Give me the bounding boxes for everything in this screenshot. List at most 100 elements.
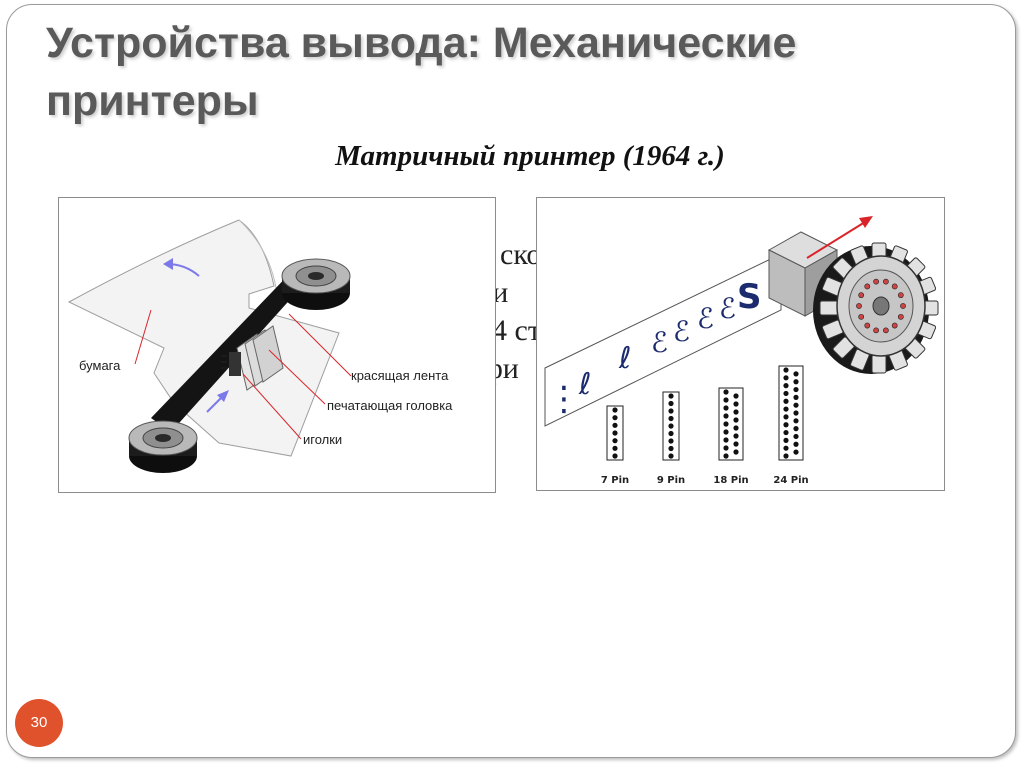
pin-dot xyxy=(733,441,739,447)
pin-dot xyxy=(793,433,799,440)
pin-column-frame xyxy=(718,387,744,461)
pin-dot xyxy=(793,426,799,432)
ribbon-spool-top xyxy=(281,258,351,310)
printed-glyph: S xyxy=(737,277,762,317)
pin-dot xyxy=(783,414,789,420)
pin-dot xyxy=(793,402,799,408)
wheel-hole xyxy=(882,278,889,285)
wheel-hole xyxy=(897,313,904,320)
pin-dot xyxy=(723,421,729,427)
wheel-hole xyxy=(873,278,880,285)
pin-dot xyxy=(612,430,618,436)
pin-dot xyxy=(612,422,618,428)
pin-dot xyxy=(793,449,799,455)
paper-sheet xyxy=(67,219,340,457)
label-needles: иголки xyxy=(303,432,342,447)
slide-subtitle: Матричный принтер (1964 г.) xyxy=(335,140,725,172)
pin-dot xyxy=(783,367,789,373)
pin-dot xyxy=(723,429,729,435)
pin-dot xyxy=(612,407,618,413)
printed-glyph: ℰ xyxy=(651,326,668,359)
pin-dot xyxy=(668,438,674,444)
wheel-hole xyxy=(858,313,865,320)
pin-dot xyxy=(612,415,618,421)
pin-dot xyxy=(793,441,799,447)
pin-dot xyxy=(723,445,729,451)
pin-dot xyxy=(668,415,674,422)
pin-dot xyxy=(793,418,799,424)
background-text-line: ско xyxy=(500,238,542,271)
pin-dot xyxy=(612,453,618,459)
print-head-leader-line xyxy=(268,349,326,405)
pin-dot xyxy=(723,453,729,459)
wheel-hole xyxy=(891,283,898,290)
print-wheel xyxy=(813,242,939,374)
ribbon-leader-line xyxy=(288,313,352,377)
pin-dot xyxy=(612,445,618,451)
background-text-line: 4 ст xyxy=(492,314,541,347)
label-ink-ribbon: красящая лента xyxy=(351,368,449,383)
wheel-hole xyxy=(858,292,865,299)
pin-dot xyxy=(612,438,618,444)
pin-dot xyxy=(783,429,789,436)
pin-dot xyxy=(733,409,739,415)
pin-dot xyxy=(783,445,789,451)
pin-dot xyxy=(733,393,739,399)
pin-dot xyxy=(783,375,789,381)
pin-dot xyxy=(668,408,674,414)
wheel-hole xyxy=(897,292,904,299)
pin-dot xyxy=(783,390,789,397)
pin-dot xyxy=(783,398,789,404)
wheel-tooth xyxy=(871,354,887,374)
printed-glyph: ℓ xyxy=(618,341,631,376)
pin-dot xyxy=(793,386,799,393)
paper-strip xyxy=(544,253,782,427)
paper-curl xyxy=(238,219,278,295)
printer-mechanism-svg: бумага красящая лента печатающая головка… xyxy=(67,219,453,473)
pin-dot xyxy=(733,417,739,423)
wheel-hole xyxy=(891,322,898,329)
arrow-head-icon xyxy=(163,258,173,270)
pin-dot xyxy=(793,410,799,416)
pin-dot xyxy=(723,413,729,419)
pin-dot xyxy=(733,449,739,455)
pin-label: 7 Pin xyxy=(601,475,629,486)
pin-dot xyxy=(668,430,674,437)
pin-dot xyxy=(783,422,789,428)
pin-dot xyxy=(783,437,789,443)
printed-glyph: ℰ xyxy=(697,302,714,335)
label-print-head: печатающая головка xyxy=(327,398,453,413)
pin-dot xyxy=(723,405,729,411)
printed-glyph: ⋮ xyxy=(547,379,581,419)
pin-dot xyxy=(723,397,729,403)
pin-dot xyxy=(783,453,789,459)
pin-dot xyxy=(668,445,674,452)
slide-title: Устройства вывода: Механические принтеры xyxy=(46,19,797,125)
wheel-tooth xyxy=(819,300,839,316)
pin-label: 18 Pin xyxy=(713,475,748,486)
wheel-hole xyxy=(900,303,906,309)
pin-dot xyxy=(733,401,739,407)
pin-dot xyxy=(783,406,789,412)
needles-leader-line xyxy=(242,373,302,440)
pin-dot xyxy=(723,389,729,395)
pin-dot xyxy=(793,394,799,400)
paper-leader-line xyxy=(134,309,152,365)
pin-dot xyxy=(668,453,674,459)
pin-dot xyxy=(668,393,674,399)
pin-dot xyxy=(668,400,674,407)
pin-label: 24 Pin xyxy=(773,475,808,486)
pin-dot xyxy=(733,433,739,439)
wheel-hole xyxy=(882,327,889,334)
pin-label: 9 Pin xyxy=(657,475,685,486)
label-paper: бумага xyxy=(79,358,121,373)
arrow-head-icon xyxy=(217,390,229,402)
printed-glyph: ℓ xyxy=(578,367,591,402)
ribbon-spool-bottom xyxy=(128,420,198,473)
page-number-badge: 30 xyxy=(15,699,63,747)
wheel-hole xyxy=(873,327,880,334)
pin-dot xyxy=(668,423,674,429)
ink-ribbon xyxy=(151,266,313,432)
